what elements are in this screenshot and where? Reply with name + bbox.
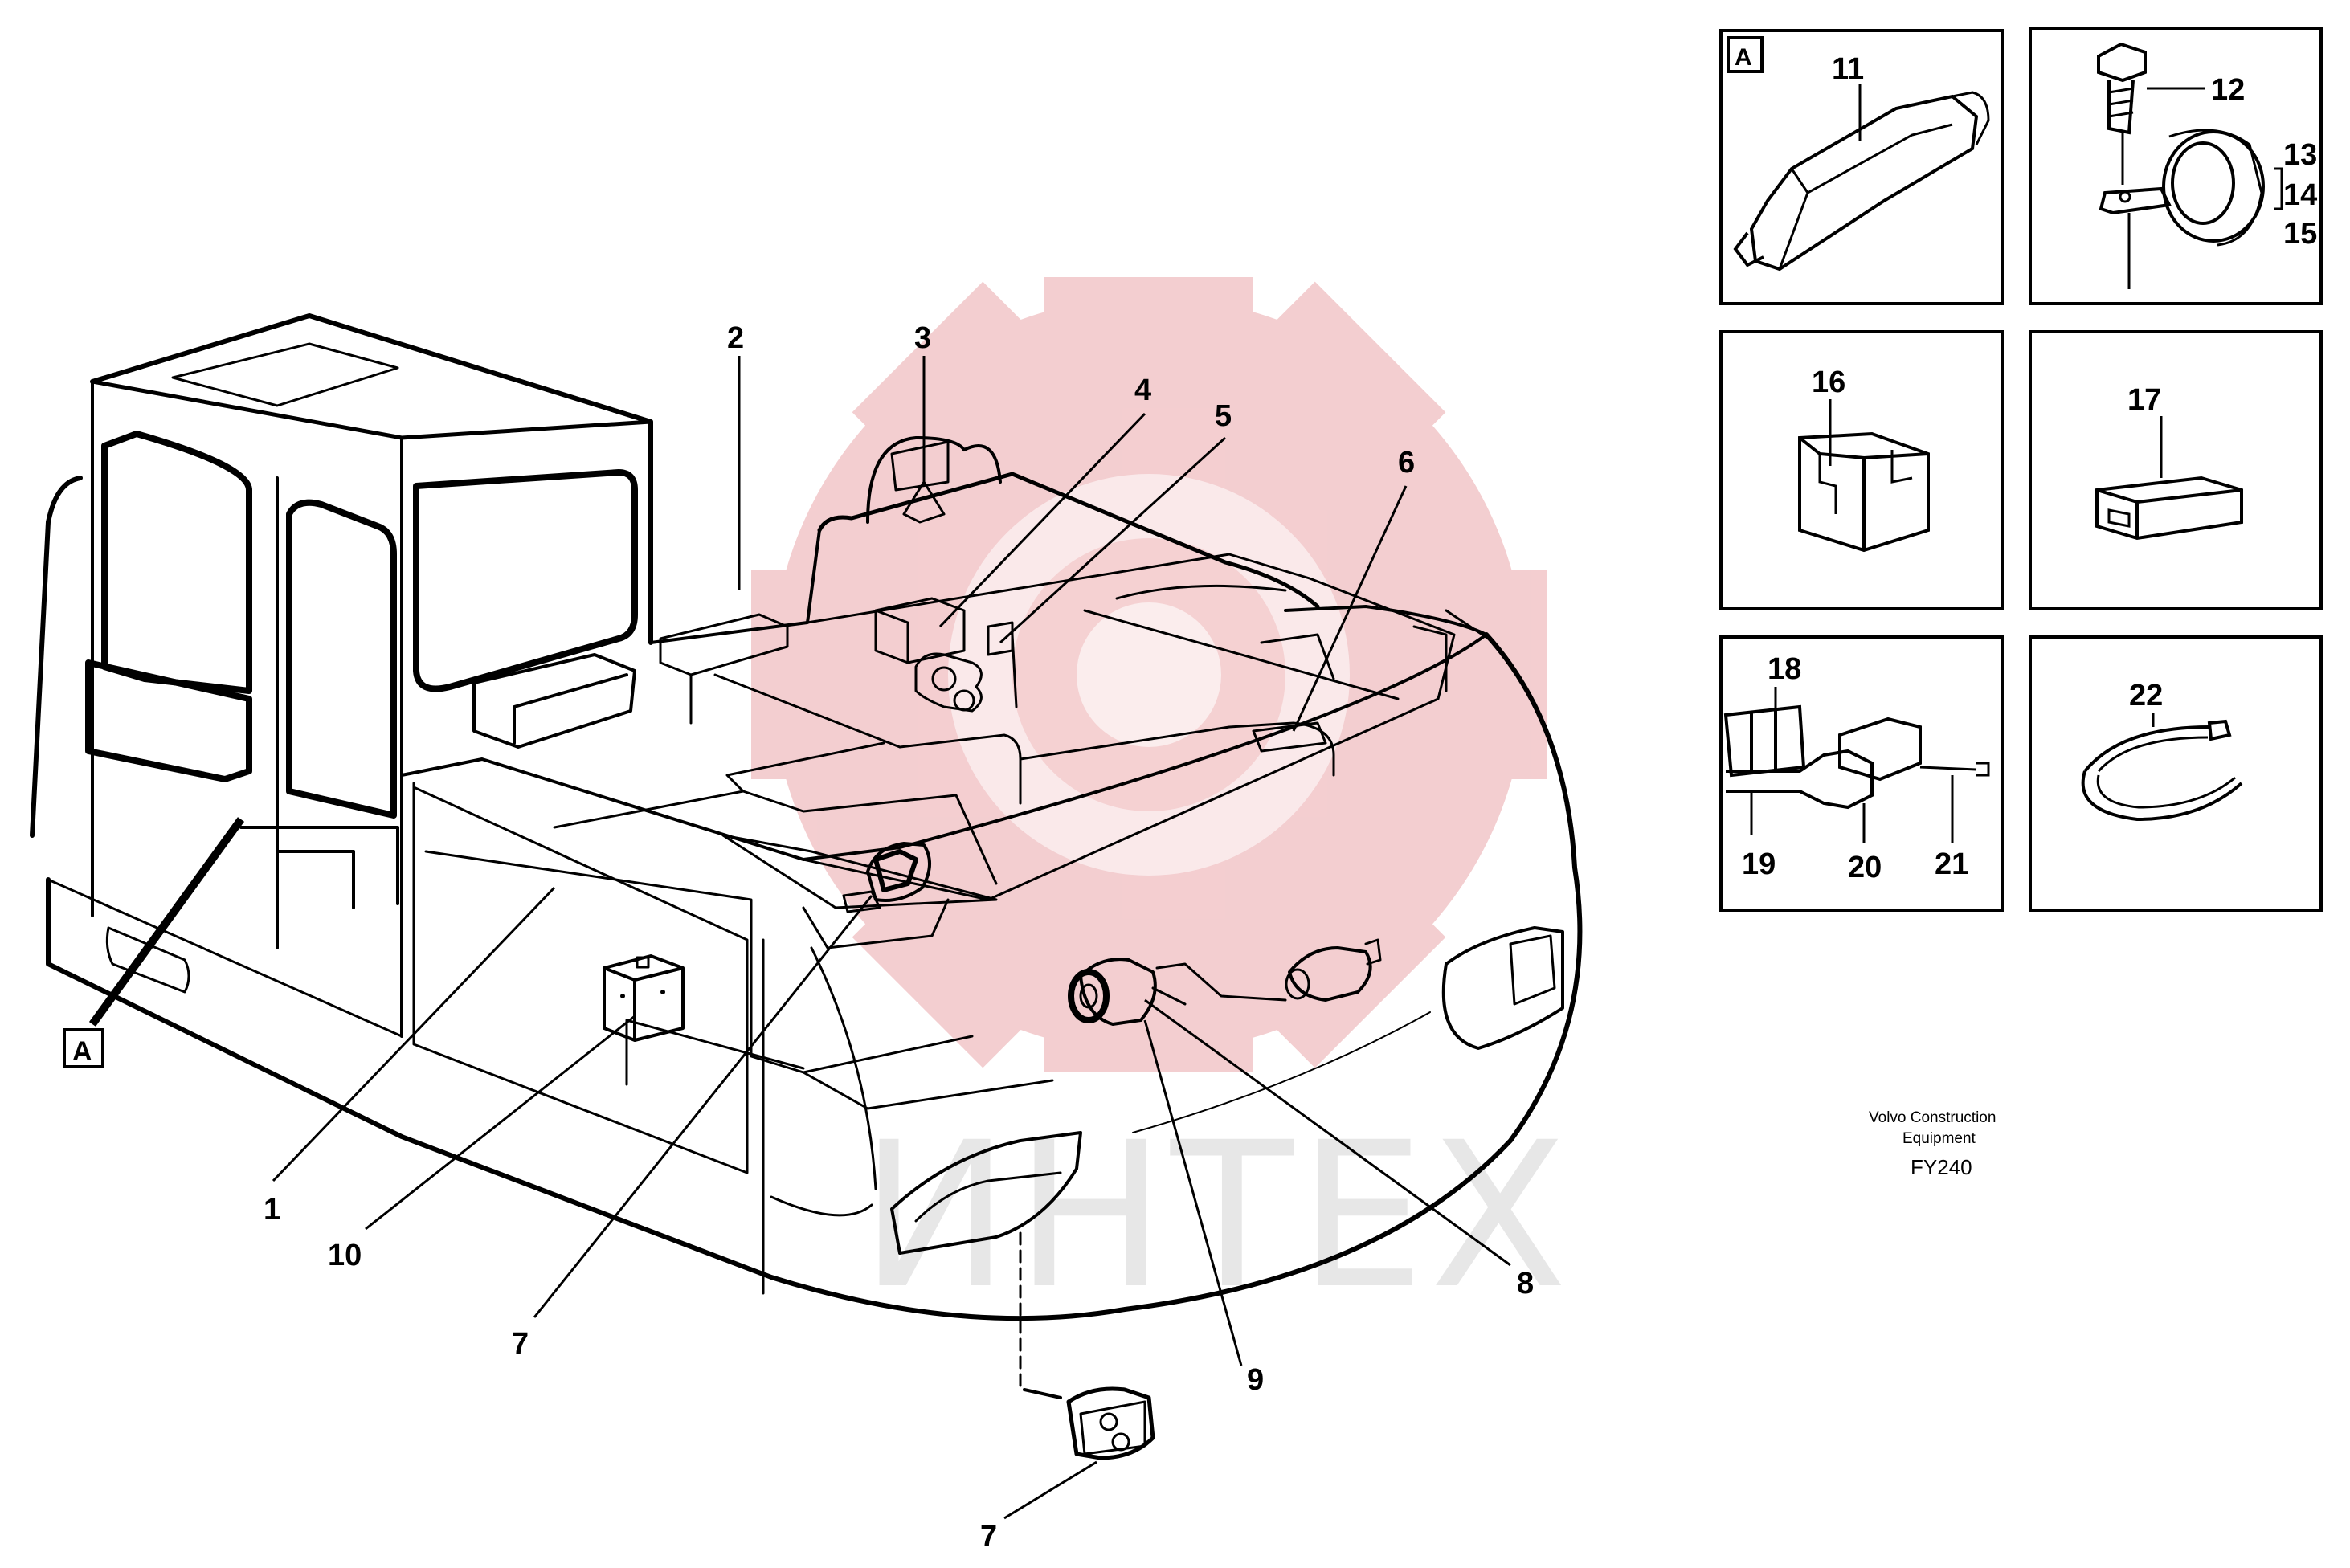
figure-code: FY240 <box>1911 1155 1972 1179</box>
callout-14: 14 <box>2283 178 2317 212</box>
callout-19: 19 <box>1742 847 1776 881</box>
main-callouts: 1 2 3 4 5 6 7 7 8 9 10 <box>264 321 1534 1554</box>
leader-lines <box>272 356 1511 1520</box>
detail-panel-bolt-grommet: 12 13 14 15 <box>2029 27 2323 305</box>
detail-panel-17: 17 <box>2029 330 2323 610</box>
detail-panel-16: 16 <box>1719 330 2004 610</box>
detail-panel-22: 22 <box>2029 635 2323 912</box>
callout-12: 12 <box>2211 73 2245 107</box>
callout-10: 10 <box>328 1239 362 1272</box>
detail-panel-a: A 11 <box>1719 29 2004 305</box>
callout-21: 21 <box>1935 847 1968 881</box>
callout-5: 5 <box>1215 399 1232 433</box>
manufacturer-block: Volvo Construction Equipment FY240 <box>1869 1109 1996 1179</box>
callout-9: 9 <box>1247 1363 1264 1397</box>
callout-2: 2 <box>727 321 744 355</box>
detail-a-pointer <box>88 817 245 1027</box>
watermark-text: ИНТЕХ <box>860 1099 1572 1333</box>
detail-panel-18-21: 18 19 20 21 <box>1719 635 2004 912</box>
callout-4: 4 <box>1134 374 1151 407</box>
detail-label-a: A <box>1735 44 1752 71</box>
callout-6: 6 <box>1398 446 1415 480</box>
callout-22: 22 <box>2129 679 2163 713</box>
svg-text:A: A <box>72 1036 92 1067</box>
callout-11: 11 <box>1832 52 1864 86</box>
callout-7-rear-lamp: 7 <box>980 1520 997 1554</box>
callout-20: 20 <box>1848 851 1882 884</box>
callout-18: 18 <box>1768 652 1801 686</box>
callout-1: 1 <box>264 1193 280 1227</box>
callout-17: 17 <box>2127 383 2161 417</box>
callout-3: 3 <box>914 321 931 355</box>
maker-line-2: Equipment <box>1902 1130 1976 1147</box>
callout-8: 8 <box>1517 1267 1534 1301</box>
callout-16: 16 <box>1812 365 1845 399</box>
detail-a-marker: A <box>63 1028 104 1068</box>
callout-13: 13 <box>2283 138 2317 172</box>
maker-line-1: Volvo Construction <box>1869 1109 1996 1126</box>
callout-15: 15 <box>2283 217 2317 251</box>
callout-7-side-light: 7 <box>512 1327 529 1361</box>
excavator-upper-structure <box>30 313 1583 1460</box>
